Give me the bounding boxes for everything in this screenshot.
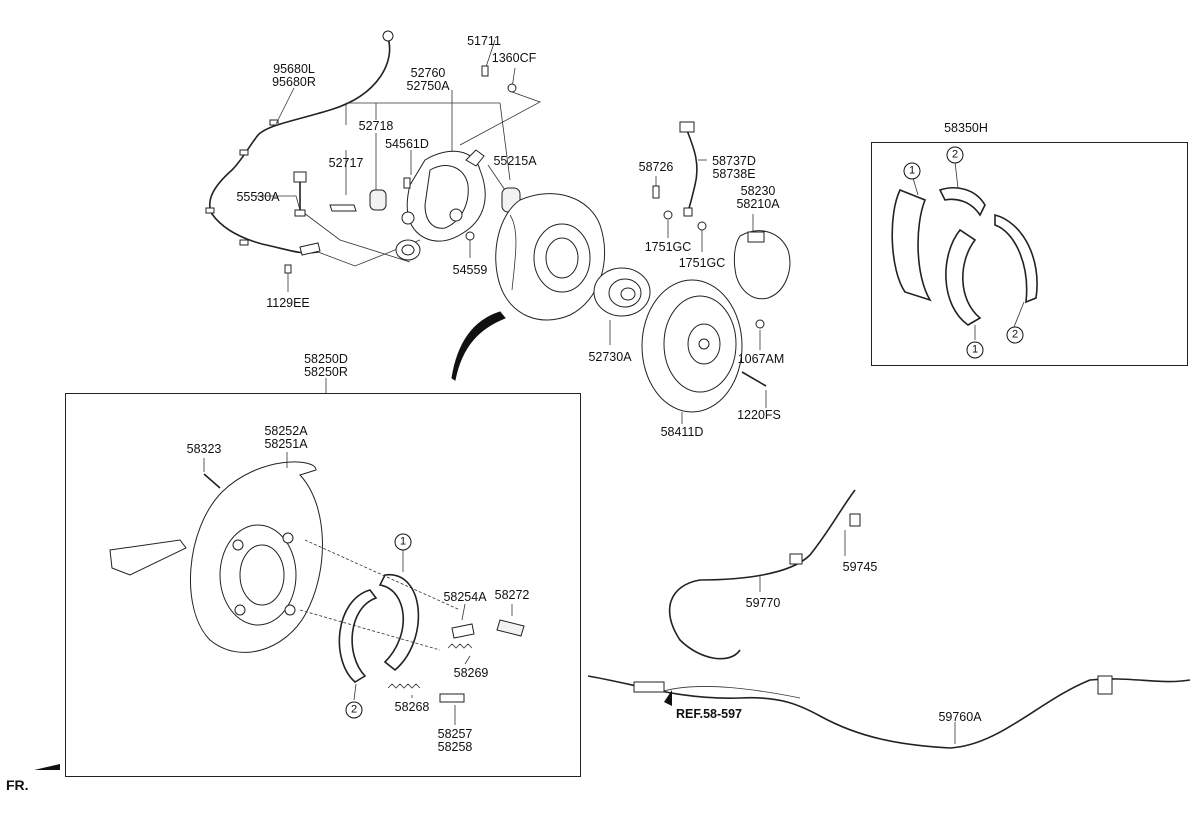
label-58251A: 58251A [264, 437, 308, 451]
label-54561D: 54561D [385, 137, 429, 151]
label-59760A: 59760A [938, 710, 982, 724]
label-52717: 52717 [328, 156, 364, 170]
hub-bearing [593, 267, 651, 345]
label-58258: 58258 [437, 740, 473, 754]
front-direction-arrow [34, 764, 60, 770]
assembly-arrow [451, 311, 506, 381]
label-52730A: 52730A [588, 350, 632, 364]
label-58268: 58268 [394, 700, 430, 714]
label-58269: 58269 [453, 666, 489, 680]
callout-2-box: 2 [345, 701, 363, 719]
label-55215A: 55215A [493, 154, 537, 168]
label-58726: 58726 [638, 160, 674, 174]
label-58230: 58230 [740, 184, 776, 198]
label-95680R: 95680R [272, 75, 316, 89]
callout-1-box: 1 [394, 533, 412, 551]
parking-brake-assembly [109, 378, 525, 725]
front-label: FR. [6, 777, 29, 793]
label-1220FS: 1220FS [737, 408, 781, 422]
knuckle-assembly [284, 65, 521, 274]
label-1751GC-a: 1751GC [644, 240, 692, 254]
leader-lines-knuckle [255, 39, 541, 292]
label-52760: 52760 [410, 66, 446, 80]
label-58272: 58272 [494, 588, 530, 602]
shoe-kit-box [871, 142, 1188, 366]
label-58737D: 58737D [712, 154, 756, 168]
label-52718: 52718 [358, 119, 394, 133]
callout-2-kit-bottom: 2 [1006, 326, 1024, 344]
label-58257: 58257 [437, 727, 473, 741]
ref-label: REF.58-597 [676, 707, 743, 721]
label-58210A: 58210A [736, 197, 780, 211]
label-59770: 59770 [745, 596, 781, 610]
label-58411D: 58411D [660, 425, 704, 439]
label-58323: 58323 [186, 442, 222, 456]
label-1067AM: 1067AM [737, 352, 785, 366]
label-1751GC-b: 1751GC [678, 256, 726, 270]
callout-1-kit-top: 1 [903, 162, 921, 180]
label-58738E: 58738E [712, 167, 756, 181]
label-58250R: 58250R [304, 365, 348, 379]
label-58250D: 58250D [304, 352, 348, 366]
label-95680L: 95680L [273, 62, 315, 76]
label-1360CF: 1360CF [491, 51, 537, 65]
label-55530A: 55530A [236, 190, 280, 204]
label-51711: 51711 [467, 34, 501, 48]
callout-1-kit-bottom: 1 [966, 341, 984, 359]
brake-rotor [641, 279, 767, 424]
parking-brake-cables [587, 489, 1191, 749]
label-1129EE: 1129EE [266, 296, 310, 310]
shoe-kit-parts [891, 161, 1038, 340]
callout-2-kit-top: 2 [946, 146, 964, 164]
backing-plate-box [65, 393, 581, 777]
ref-arrow [664, 690, 672, 706]
backing-plate-top [495, 193, 606, 321]
label-52750A: 52750A [406, 79, 450, 93]
wheel-speed-sensor-cable [205, 30, 394, 256]
label-58254A: 58254A [443, 590, 487, 604]
label-58252A: 58252A [264, 424, 308, 438]
label-54559: 54559 [452, 263, 488, 277]
label-58350H: 58350H [944, 121, 988, 135]
label-59745: 59745 [842, 560, 878, 574]
caliper-and-hose [652, 121, 791, 300]
